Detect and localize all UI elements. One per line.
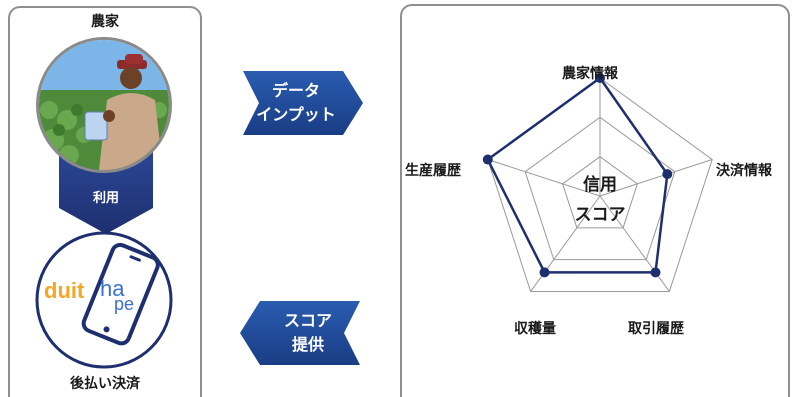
duithape-app-icon: duit ha pe: [35, 231, 173, 369]
logo-duit: duit: [44, 278, 85, 303]
data-input-arrow: [243, 71, 363, 135]
axis-label-trade-history: 取引履歴: [628, 321, 684, 337]
radar-point-2: [650, 267, 661, 278]
radar-point-4: [482, 154, 493, 165]
logo-pe: pe: [114, 294, 134, 314]
logo-ha: ha: [100, 276, 125, 301]
credit-score-center-label: 信用 スコア: [560, 170, 640, 230]
deferred-payment-label: 後払い決済: [70, 376, 140, 392]
axis-label-farm-info: 農家情報: [562, 66, 618, 82]
radar-point-0: [595, 73, 605, 83]
center-label-line2: スコア: [574, 205, 626, 225]
radar-points: [482, 73, 673, 278]
data-input-line2: インプット: [256, 105, 336, 124]
axis-label-harvest: 収穫量: [514, 321, 556, 337]
radar-series-line: [486, 76, 669, 274]
score-provide-line2: 提供: [291, 335, 324, 354]
radar-spoke-4: [487, 159, 601, 197]
radar-ring-2: [524, 116, 676, 261]
radar-spoke-1: [599, 159, 713, 197]
axis-label-payment-info: 決済情報: [716, 163, 772, 179]
use-label: 利用: [92, 191, 119, 206]
farmer-photo: [36, 37, 172, 173]
credit-score-radar-chart: [482, 73, 713, 292]
radar-ring-1: [562, 156, 638, 229]
axis-label-production-history: 生産履歴: [405, 163, 461, 179]
radar-point-3: [539, 267, 550, 278]
score-provide-label: スコア 提供: [262, 309, 354, 357]
data-input-label: データ インプット: [248, 79, 344, 127]
credit-score-panel: [400, 4, 790, 397]
radar-point-1: [662, 169, 673, 180]
center-label-line1: 信用: [583, 175, 617, 195]
score-provide-line1: スコア: [283, 311, 332, 330]
score-provide-arrow: [240, 301, 360, 365]
farmer-label: 農家: [91, 14, 119, 30]
data-input-line1: データ: [271, 81, 320, 100]
